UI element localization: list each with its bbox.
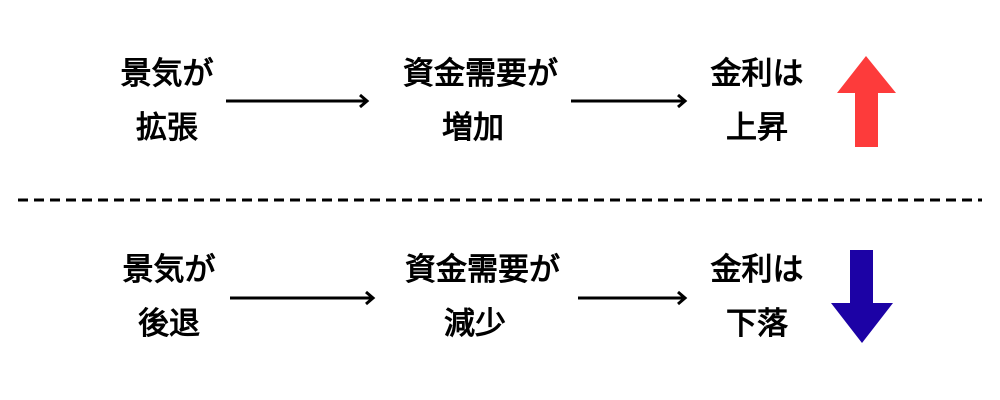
row1-rate-node: 金利は 上昇	[687, 47, 827, 155]
row1-demand-line1: 資金需要が	[403, 56, 558, 92]
row1-economy-node: 景気が 拡張	[97, 47, 237, 155]
row2-arrow-demand-to-rate	[578, 290, 688, 306]
row1-rate-line2: 上昇	[726, 110, 788, 146]
row1-arrow-demand-to-rate	[571, 93, 688, 109]
arrow-up-icon	[837, 56, 896, 147]
row2-arrow-economy-to-demand	[230, 290, 376, 306]
row2-rate-line2: 下落	[726, 306, 788, 342]
row1-economy-line1: 景気が	[120, 56, 214, 92]
row1-economy-line2: 拡張	[136, 110, 198, 146]
row2-rate-node: 金利は 下落	[687, 243, 827, 351]
row2-economy-line1: 景気が	[122, 252, 216, 288]
row1-demand-node: 資金需要が 増加	[403, 47, 558, 155]
row2-demand-node: 資金需要が 減少	[405, 243, 560, 351]
row1-rate-line1: 金利は	[710, 56, 804, 92]
row1-arrow-economy-to-demand	[226, 93, 370, 109]
row2-demand-line2: 減少	[444, 306, 506, 342]
row2-rate-line1: 金利は	[710, 252, 804, 288]
row1-demand-line2: 増加	[442, 110, 504, 146]
arrow-down-icon	[831, 250, 893, 343]
row2-economy-line2: 後退	[138, 306, 200, 342]
row2-economy-node: 景気が 後退	[99, 243, 239, 351]
row2-demand-line1: 資金需要が	[405, 252, 560, 288]
